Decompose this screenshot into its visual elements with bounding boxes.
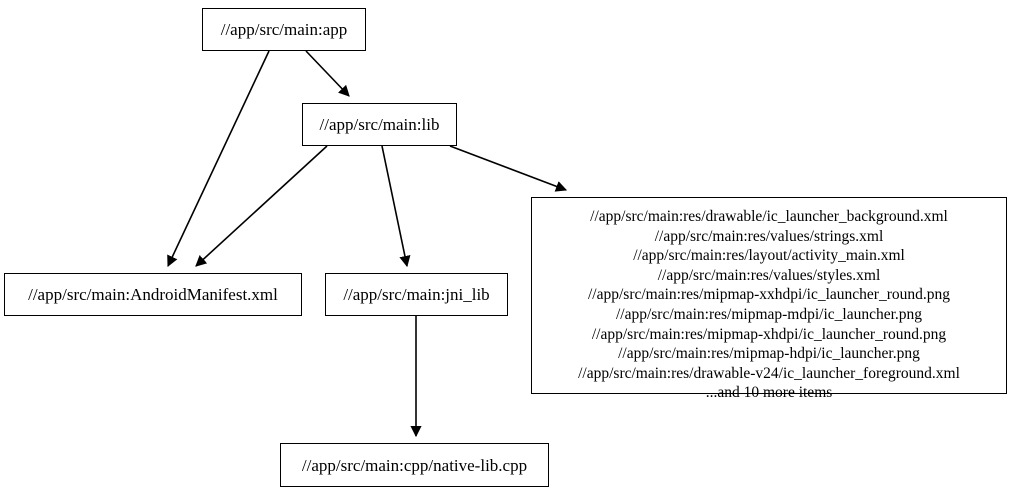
resource-item: //app/src/main:res/values/styles.xml [657, 266, 881, 284]
resource-item: //app/src/main:res/mipmap-hdpi/ic_launch… [618, 345, 920, 363]
resource-item: //app/src/main:res/mipmap-xxhdpi/ic_laun… [587, 286, 950, 304]
edge-lib-to-manifest [195, 145, 328, 267]
edge-app-to-manifest [167, 50, 270, 268]
graph-node-app-label: //app/src/main:app [220, 20, 348, 39]
graph-node-app[interactable]: //app/src/main:app [202, 8, 366, 51]
graph-node-android-manifest-label: //app/src/main:AndroidManifest.xml [28, 285, 278, 304]
edge-lib-to-jni-lib [381, 145, 411, 268]
graph-node-native-lib-cpp[interactable]: //app/src/main:cpp/native-lib.cpp [280, 443, 549, 487]
resource-item: //app/src/main:res/drawable/ic_launcher_… [590, 208, 948, 225]
graph-node-jni-lib[interactable]: //app/src/main:jni_lib [325, 273, 508, 316]
graph-node-android-manifest[interactable]: //app/src/main:AndroidManifest.xml [4, 273, 302, 316]
resource-item: //app/src/main:res/mipmap-mdpi/ic_launch… [615, 305, 923, 323]
graph-node-native-lib-cpp-label: //app/src/main:cpp/native-lib.cpp [301, 455, 528, 475]
graph-node-jni-lib-label: //app/src/main:jni_lib [343, 285, 490, 304]
resource-more-items-label: ...and 10 more items [705, 384, 833, 402]
edge-app-to-lib [305, 50, 350, 97]
resource-item: //app/src/main:res/drawable-v24/ic_launc… [578, 364, 960, 382]
graph-node-resources-group[interactable]: //app/src/main:res/drawable/ic_launcher_… [531, 197, 1007, 401]
resource-item: //app/src/main:res/mipmap-xhdpi/ic_launc… [591, 325, 947, 343]
graph-node-lib[interactable]: //app/src/main:lib [302, 103, 457, 146]
edge-lib-to-resources [449, 145, 568, 192]
resource-item: //app/src/main:res/layout/activity_main.… [633, 247, 905, 265]
resource-item: //app/src/main:res/values/strings.xml [654, 227, 884, 245]
graph-node-lib-label: //app/src/main:lib [319, 115, 440, 134]
